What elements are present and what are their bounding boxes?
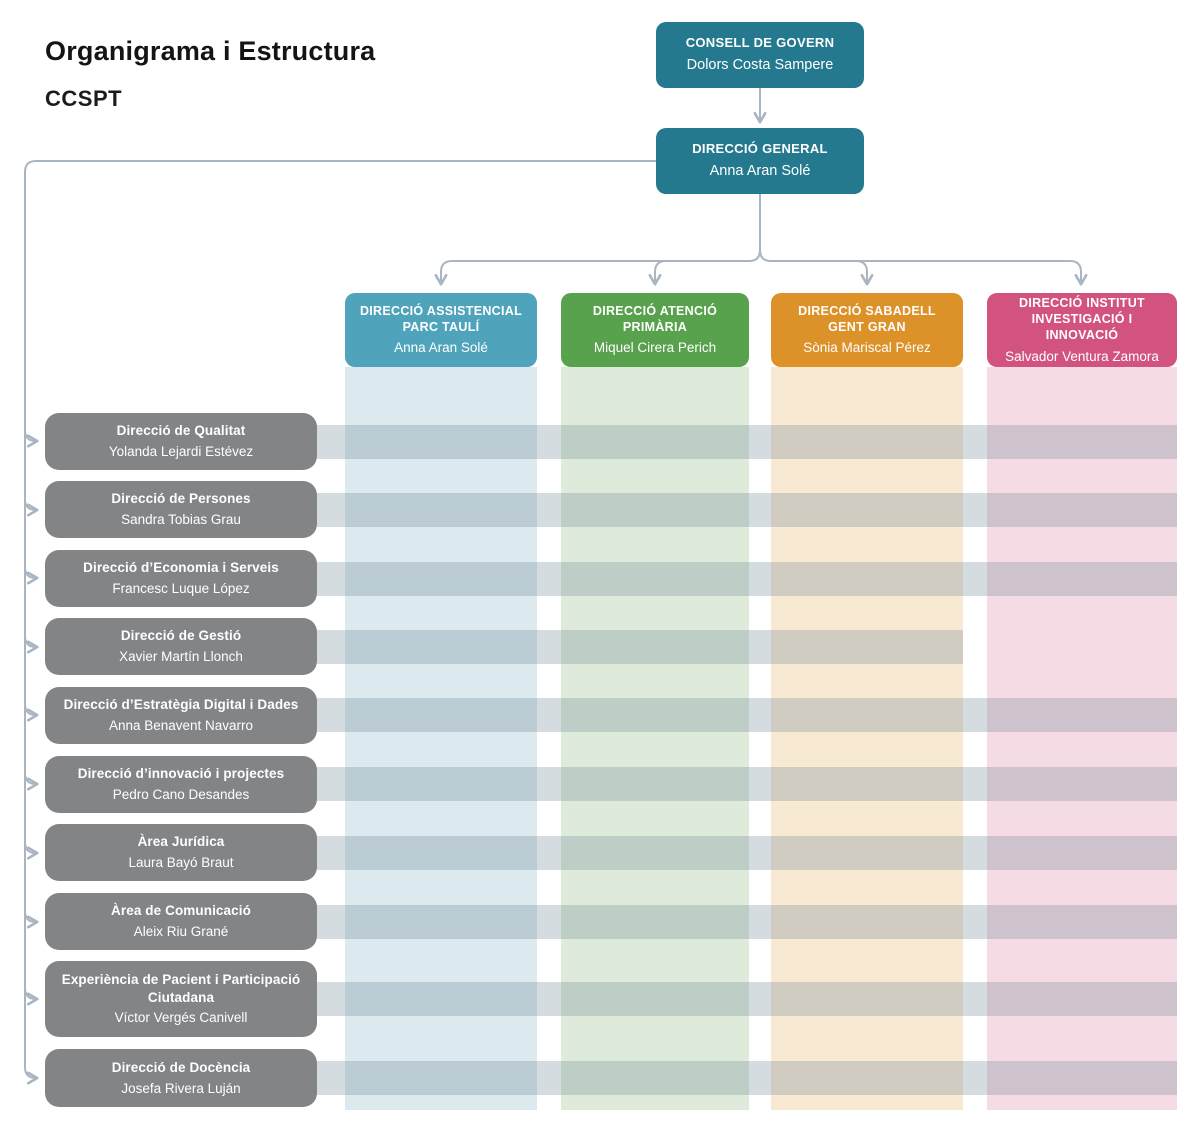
node-title: Direcció d’innovació i projectes: [77, 766, 285, 782]
node-person: Anna Benavent Navarro: [108, 718, 254, 733]
node-direccio-estrategia-digital: Direcció d’Estratègia Digital i Dades An…: [45, 687, 317, 744]
node-consell-de-govern: CONSELL DE GOVERN Dolors Costa Sampere: [656, 22, 864, 88]
page-title: Organigrama i Estructura: [45, 36, 376, 66]
node-person: Pedro Cano Desandes: [112, 787, 250, 802]
node-experiencia-pacient: Experiència de Pacient i Participació Ci…: [45, 961, 317, 1037]
node-title: Experiència de Pacient i Participació Ci…: [61, 972, 301, 1005]
edge-branch-col3: [855, 260, 874, 286]
node-person: Sandra Tobias Grau: [121, 512, 241, 527]
node-direccio-economia: Direcció d’Economia i Serveis Francesc L…: [45, 550, 317, 607]
node-person: Aleix Riu Grané: [133, 924, 229, 939]
node-person: Sònia Mariscal Pérez: [803, 340, 931, 356]
node-area-juridica: Àrea Jurídica Laura Bayó Braut: [45, 824, 317, 881]
row-band: [317, 905, 1177, 939]
node-direccio-innovacio: Direcció d’innovació i projectes Pedro C…: [45, 756, 317, 813]
row-band: [317, 1061, 1177, 1095]
edge-row-branch: [24, 635, 39, 654]
row-band: [317, 836, 1177, 870]
node-person: Josefa Rivera Luján: [121, 1080, 241, 1096]
row-band: [317, 982, 1177, 1016]
row-band: [317, 767, 1177, 801]
node-title: Direcció d’Estratègia Digital i Dades: [63, 697, 299, 713]
edge-row-branch: [24, 910, 39, 929]
node-direccio-qualitat: Direcció de Qualitat Yolanda Lejardi Est…: [45, 413, 317, 470]
node-title: DIRECCIÓ INSTITUT INVESTIGACIÓ I INNOVAC…: [1019, 295, 1145, 343]
edge-branch-col2: [648, 260, 667, 286]
row-band: [317, 493, 1177, 527]
node-title: CONSELL DE GOVERN: [685, 35, 835, 51]
node-person: Yolanda Lejardi Estévez: [108, 444, 254, 459]
node-person: Dolors Costa Sampere: [686, 57, 834, 74]
edge-row-branch: [24, 841, 39, 860]
column-band-investigacio: [987, 367, 1177, 1110]
edge-general-fork-right: [759, 194, 1088, 286]
node-person: Xavier Martín Llonch: [119, 649, 243, 664]
node-title: Direcció de Docència: [111, 1059, 251, 1075]
node-person: Francesc Luque López: [112, 581, 250, 596]
edge-row-branch: [24, 987, 39, 1006]
column-band-gent-gran: [771, 367, 963, 1110]
node-person: Anna Aran Solé: [394, 340, 488, 356]
node-title: Direcció de Persones: [111, 491, 251, 507]
node-person: Laura Bayó Braut: [128, 855, 234, 870]
node-title: Àrea de Comunicació: [111, 903, 251, 919]
row-band: [317, 562, 1177, 596]
node-title: Àrea Jurídica: [137, 834, 225, 850]
edge-row-branch: [24, 772, 39, 791]
node-direccio-atencio-primaria: DIRECCIÓ ATENCIÓ PRIMÀRIA Miquel Cirera …: [561, 293, 749, 367]
node-direccio-gestio: Direcció de Gestió Xavier Martín Llonch: [45, 618, 317, 675]
node-person: Víctor Vergés Canivell: [114, 1010, 248, 1026]
node-person: Anna Aran Solé: [709, 163, 811, 180]
node-direccio-assistencial: DIRECCIÓ ASSISTENCIAL PARC TAULÍ Anna Ar…: [345, 293, 537, 367]
edge-row-branch: [24, 429, 39, 448]
node-person: Salvador Ventura Zamora: [1005, 348, 1159, 364]
row-band: [317, 698, 1177, 732]
row-band: [317, 630, 963, 664]
node-title: Direcció d’Economia i Serveis: [83, 560, 279, 576]
node-direccio-persones: Direcció de Persones Sandra Tobias Grau: [45, 481, 317, 538]
node-title: DIRECCIÓ ASSISTENCIAL PARC TAULÍ: [359, 303, 523, 335]
node-title: DIRECCIÓ ATENCIÓ PRIMÀRIA: [592, 303, 718, 335]
node-title: Direcció de Qualitat: [116, 423, 246, 439]
node-title: DIRECCIÓ SABADELL GENT GRAN: [798, 303, 936, 335]
row-band: [317, 425, 1177, 459]
node-direccio-sabadell-gent-gran: DIRECCIÓ SABADELL GENT GRAN Sònia Marisc…: [771, 293, 963, 367]
edge-general-fork-left: [434, 194, 761, 286]
node-direccio-docencia: Direcció de Docència Josefa Rivera Luján: [45, 1049, 317, 1107]
node-area-comunicacio: Àrea de Comunicació Aleix Riu Grané: [45, 893, 317, 950]
edge-row-branch: [24, 566, 39, 585]
edge-row-branch: [24, 498, 39, 517]
page-subtitle: CCSPT: [45, 86, 123, 111]
node-person: Miquel Cirera Perich: [593, 340, 717, 356]
edge-row-branch: [24, 703, 39, 722]
node-direccio-institut-investigacio: DIRECCIÓ INSTITUT INVESTIGACIÓ I INNOVAC…: [987, 293, 1177, 367]
node-title: DIRECCIÓ GENERAL: [692, 141, 828, 157]
node-direccio-general: DIRECCIÓ GENERAL Anna Aran Solé: [656, 128, 864, 194]
node-title: Direcció de Gestió: [120, 628, 242, 644]
